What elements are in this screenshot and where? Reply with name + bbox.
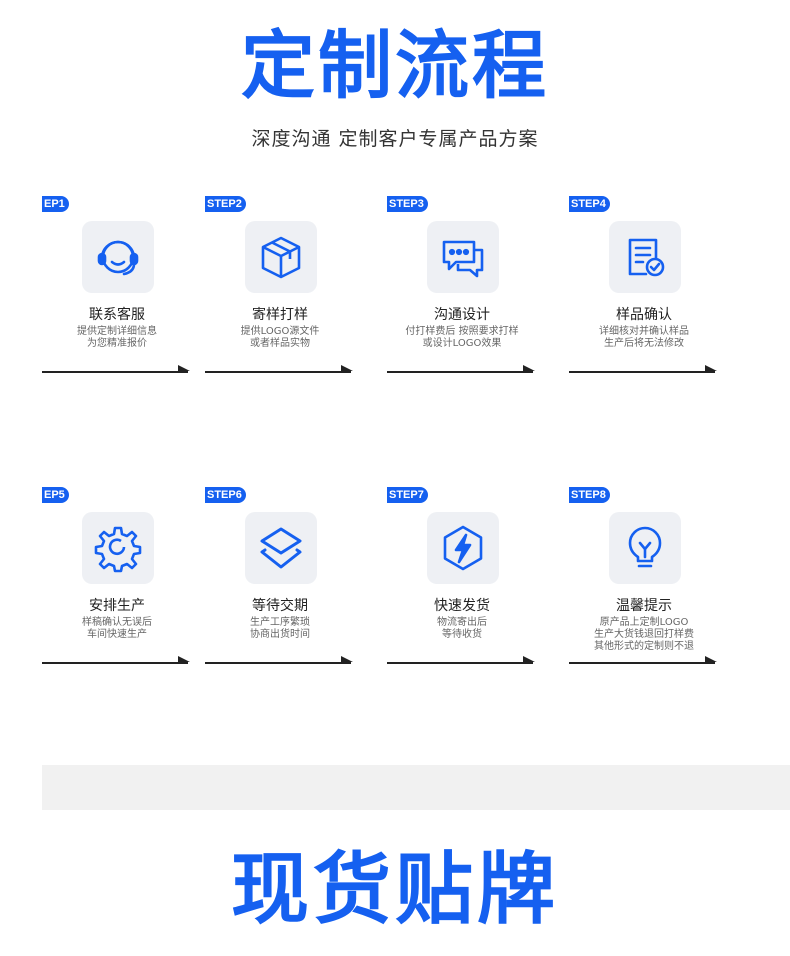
step-title: 寄样打样 <box>252 307 308 323</box>
step-desc-line: 原产品上定制LOGO <box>599 617 689 628</box>
step-divider <box>387 371 533 373</box>
step-desc-line: 生产后将无法修改 <box>604 338 684 349</box>
step-divider <box>387 662 533 664</box>
step-title: 安排生产 <box>89 598 145 614</box>
step-title: 样品确认 <box>616 307 672 323</box>
step-desc-line: 生产大货钱退回打样费 <box>594 629 694 640</box>
step-8: STEP8 温馨提示 原产品上定制LOGO 生产大货钱退回打样费 其他形式的定制… <box>569 487 719 677</box>
step-desc-line: 或设计LOGO效果 <box>422 338 502 349</box>
step-description: 样稿确认无误后 车间快速生产 <box>42 617 192 641</box>
step-badge: STEP7 <box>387 487 428 503</box>
step-desc-line: 协商出货时间 <box>250 629 310 640</box>
step-divider <box>569 662 715 664</box>
step-description: 原产品上定制LOGO 生产大货钱退回打样费 其他形式的定制则不退 <box>569 617 719 653</box>
step-badge: STEP6 <box>205 487 246 503</box>
box-icon <box>245 221 317 293</box>
step-title: 快速发货 <box>434 598 490 614</box>
step-badge: EP1 <box>42 196 69 212</box>
page-title: 定制流程 <box>241 23 549 109</box>
section-title: 现货贴牌 <box>230 845 559 935</box>
arrow-icon <box>178 656 190 662</box>
step-desc-line: 为您精准报价 <box>87 338 147 349</box>
step-desc-line: 付打样费后 按照要求打样 <box>405 326 519 337</box>
step-badge: STEP8 <box>569 487 610 503</box>
step-5: EP5 安排生产 样稿确认无误后 车间快速生产 <box>42 487 192 677</box>
step-desc-line: 物流寄出后 <box>437 617 487 628</box>
step-description: 生产工序繁琐 协商出货时间 <box>205 617 355 641</box>
step-3: STEP3 沟通设计 付打样费后 按照要求打样 或设计LOGO效果 <box>387 196 537 386</box>
lightbulb-icon <box>609 512 681 584</box>
step-desc-line: 提供定制详细信息 <box>77 326 157 337</box>
step-badge: STEP4 <box>569 196 610 212</box>
step-title: 等待交期 <box>252 598 308 614</box>
headset-icon <box>82 221 154 293</box>
step-6: STEP6 等待交期 生产工序繁琐 协商出货时间 <box>205 487 355 677</box>
step-desc-line: 详细核对并确认样品 <box>599 326 689 337</box>
gear-icon <box>82 512 154 584</box>
process-card <box>42 0 752 765</box>
arrow-icon <box>523 365 535 371</box>
step-desc-line: 或者样品实物 <box>250 338 310 349</box>
step-desc-line: 等待收货 <box>442 629 482 640</box>
arrow-icon <box>341 365 353 371</box>
step-divider <box>42 662 188 664</box>
step-badge: EP5 <box>42 487 69 503</box>
step-badge: STEP2 <box>205 196 246 212</box>
layers-icon <box>245 512 317 584</box>
step-divider <box>205 662 351 664</box>
arrow-icon <box>705 365 717 371</box>
step-desc-line: 样稿确认无误后 <box>82 617 152 628</box>
section-divider <box>42 765 790 810</box>
step-description: 提供定制详细信息 为您精准报价 <box>42 326 192 350</box>
chat-icon <box>427 221 499 293</box>
arrow-icon <box>523 656 535 662</box>
stock-card <box>42 810 752 956</box>
step-4: STEP4 样品确认 详细核对并确认样品 生产后将无法修改 <box>569 196 719 386</box>
arrow-icon <box>178 365 190 371</box>
document-check-icon <box>609 221 681 293</box>
step-divider <box>42 371 188 373</box>
step-title: 联系客服 <box>89 307 145 323</box>
lightning-icon <box>427 512 499 584</box>
step-divider <box>205 371 351 373</box>
step-1: EP1 联系客服 提供定制详细信息 为您精准报价 <box>42 196 192 386</box>
step-title: 温馨提示 <box>616 598 672 614</box>
step-description: 付打样费后 按照要求打样 或设计LOGO效果 <box>387 326 537 350</box>
step-2: STEP2 寄样打样 提供LOGO源文件 或者样品实物 <box>205 196 355 386</box>
step-desc-line: 车间快速生产 <box>87 629 147 640</box>
arrow-icon <box>341 656 353 662</box>
step-title: 沟通设计 <box>434 307 490 323</box>
step-7: STEP7 快速发货 物流寄出后 等待收货 <box>387 487 537 677</box>
step-desc-line: 提供LOGO源文件 <box>240 326 320 337</box>
page-subtitle: 深度沟通 定制客户专属产品方案 <box>251 128 539 150</box>
arrow-icon <box>705 656 717 662</box>
step-badge: STEP3 <box>387 196 428 212</box>
step-divider <box>569 371 715 373</box>
step-desc-line: 生产工序繁琐 <box>250 617 310 628</box>
step-description: 提供LOGO源文件 或者样品实物 <box>205 326 355 350</box>
step-desc-line: 其他形式的定制则不退 <box>594 641 694 652</box>
step-description: 物流寄出后 等待收货 <box>387 617 537 641</box>
step-description: 详细核对并确认样品 生产后将无法修改 <box>569 326 719 350</box>
